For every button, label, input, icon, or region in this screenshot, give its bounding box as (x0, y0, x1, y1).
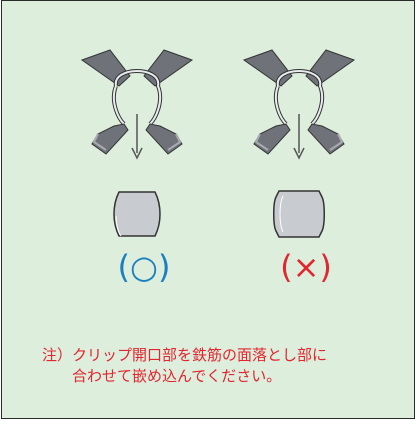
clip-arm-lower-left (91, 123, 129, 155)
note-line-1: 注）クリップ開口部を鉄筋の面落とし部に (42, 346, 328, 364)
clip-arm-upper-left (242, 49, 293, 87)
clip-arm-upper-left (80, 49, 131, 87)
clip-illustration-correct (80, 49, 194, 237)
clip-illustration-incorrect (242, 49, 356, 238)
clip-arm-upper-right (305, 49, 356, 87)
clip-arm-lower-left (253, 123, 291, 155)
installation-note: 注）クリップ開口部を鉄筋の面落とし部に 合わせて嵌め込んでください。 (42, 345, 402, 387)
clip-figure-correct (72, 46, 202, 246)
note-line-2: 合わせて嵌め込んでください。 (72, 367, 282, 385)
rebar-section-chamfered (273, 190, 325, 238)
clip-figure-incorrect (234, 46, 364, 246)
clip-arm-lower-right (145, 123, 183, 155)
incorrect-mark: (×) (280, 248, 332, 286)
rebar-section-chamfered (113, 191, 161, 237)
clip-arm-upper-right (143, 49, 194, 87)
clip-arm-lower-right (307, 123, 345, 155)
correct-mark: (○) (117, 248, 171, 286)
